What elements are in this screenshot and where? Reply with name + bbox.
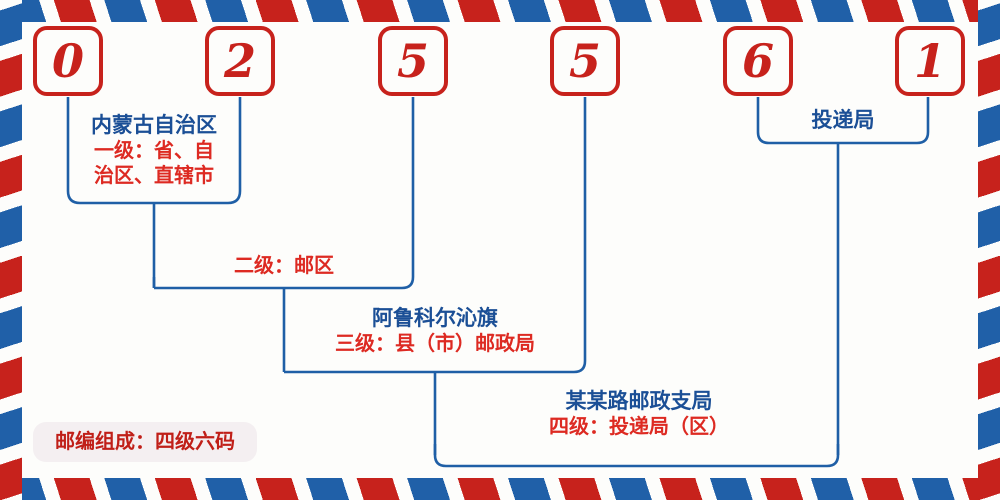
envelope-border-top [0,0,1000,22]
envelope-border-left [0,0,22,500]
label-level-4: 某某路邮政支局 四级：投递局（区） [508,388,770,439]
digit-value-2: 2 [223,34,256,88]
label-delivery-office: 投递局 [768,107,918,133]
label-level-1-line2: 治区、直辖市 [94,162,214,187]
summary-badge: 邮编组成：四级六码 [33,422,257,462]
bracket-delivery-office [756,97,930,145]
label-level-3-level: 三级：县（市）邮政局 [335,330,535,355]
label-level-3: 阿鲁科尔沁旗 三级：县（市）邮政局 [304,305,566,356]
envelope-paper [22,22,978,478]
label-delivery-office-name: 投递局 [811,107,875,132]
digit-value-1: 0 [51,34,84,88]
label-level-1-line1: 一级：省、自 [94,137,214,162]
digit-box-6[interactable]: 1 [895,26,965,96]
digit-value-3: 5 [396,34,429,88]
digit-box-2[interactable]: 2 [205,26,275,96]
bracket-level-2-right [154,97,415,290]
label-level-4-name: 某某路邮政支局 [565,388,713,413]
digit-box-5[interactable]: 6 [723,26,793,96]
bracket-level-4 [433,444,840,468]
label-level-1-name: 内蒙古自治区 [91,112,217,137]
stripe-pattern-left [0,0,22,500]
digit-value-5: 6 [741,34,774,88]
stripe-pattern-bottom [0,478,1000,500]
label-level-2: 二级：邮区 [174,253,394,278]
label-level-4-level: 四级：投递局（区） [549,413,729,438]
digit-box-4[interactable]: 5 [550,26,620,96]
stripe-pattern-right [978,0,1000,500]
label-level-1: 内蒙古自治区 一级：省、自 治区、直辖市 [74,112,234,188]
label-level-2-level: 二级：邮区 [234,253,334,277]
envelope-border-bottom [0,478,1000,500]
digit-value-6: 1 [913,34,946,88]
stripe-pattern-top [0,0,1000,22]
digit-value-4: 5 [568,34,601,88]
envelope-border-right [978,0,1000,500]
digit-box-3[interactable]: 5 [378,26,448,96]
label-level-3-name: 阿鲁科尔沁旗 [372,305,498,330]
bracket-level-3-right [284,97,587,374]
digit-box-1[interactable]: 0 [33,26,103,96]
